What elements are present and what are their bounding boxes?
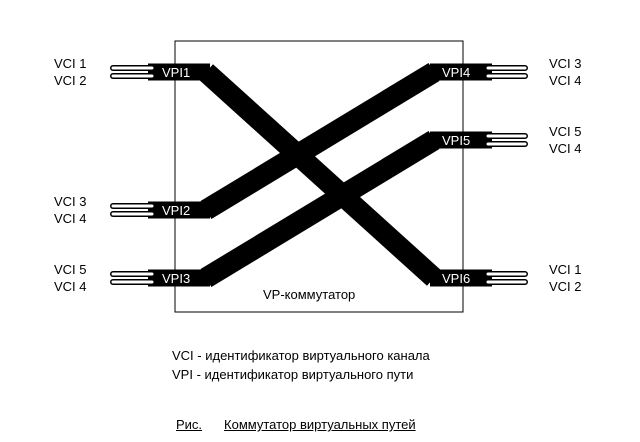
vci-label: VCI 1 — [549, 262, 582, 277]
virtual-path-VPI1-VPI6 — [198, 64, 442, 286]
vpi-label: VPI1 — [162, 65, 190, 80]
port-vpi6: VPI6 VCI 1 VCI 2 — [430, 262, 582, 294]
vci-label: VCI 2 — [54, 73, 87, 88]
caption-prefix: Рис. — [176, 417, 203, 432]
vpi-block — [148, 63, 210, 81]
vpi-label: VPI2 — [162, 203, 190, 218]
vci-label: VCI 4 — [549, 141, 582, 156]
virtual-path-VPI2-VPI4 — [200, 63, 440, 219]
virtual-path-VPI3-VPI5 — [200, 131, 440, 287]
port-vpi4: VPI4 VCI 3 VCI 4 — [430, 56, 582, 88]
figure-caption: Рис. Коммутатор виртуальных путей — [176, 417, 416, 432]
switch-label: VP-коммутатор — [263, 287, 355, 302]
vci-label: VCI 4 — [54, 211, 87, 226]
vpi-label: VPI3 — [162, 271, 190, 286]
vci-label: VCI 4 — [54, 279, 87, 294]
port-vpi1: VPI1 VCI 1 VCI 2 — [54, 56, 210, 88]
vpi-label: VPI4 — [442, 65, 470, 80]
port-vpi5: VPI5 VCI 5 VCI 4 — [430, 124, 582, 156]
vci-label: VCI 2 — [549, 279, 582, 294]
caption-title: Коммутатор виртуальных путей — [224, 417, 416, 432]
port-vpi3: VPI3 VCI 5 VCI 4 — [54, 262, 210, 294]
virtual-paths — [198, 63, 442, 287]
switch-box — [174, 40, 464, 313]
vpi-block — [148, 269, 210, 287]
vpi-block — [148, 201, 210, 219]
port-vpi2: VPI2 VCI 3 VCI 4 — [54, 194, 210, 226]
vpi-block — [430, 269, 492, 287]
vci-label: VCI 4 — [549, 73, 582, 88]
vci-label: VCI 3 — [54, 194, 87, 209]
vpi-block — [430, 131, 492, 149]
vpi-label: VPI6 — [442, 271, 470, 286]
vci-label: VCI 5 — [549, 124, 582, 139]
vci-label: VCI 5 — [54, 262, 87, 277]
vci-label: VCI 1 — [54, 56, 87, 71]
legend-line-vpi: VPI - идентификатор виртуального пути — [172, 367, 414, 382]
legend-line-vci: VCI - идентификатор виртуального канала — [172, 348, 430, 363]
vci-label: VCI 3 — [549, 56, 582, 71]
vpi-label: VPI5 — [442, 133, 470, 148]
vpi-block — [430, 63, 492, 81]
